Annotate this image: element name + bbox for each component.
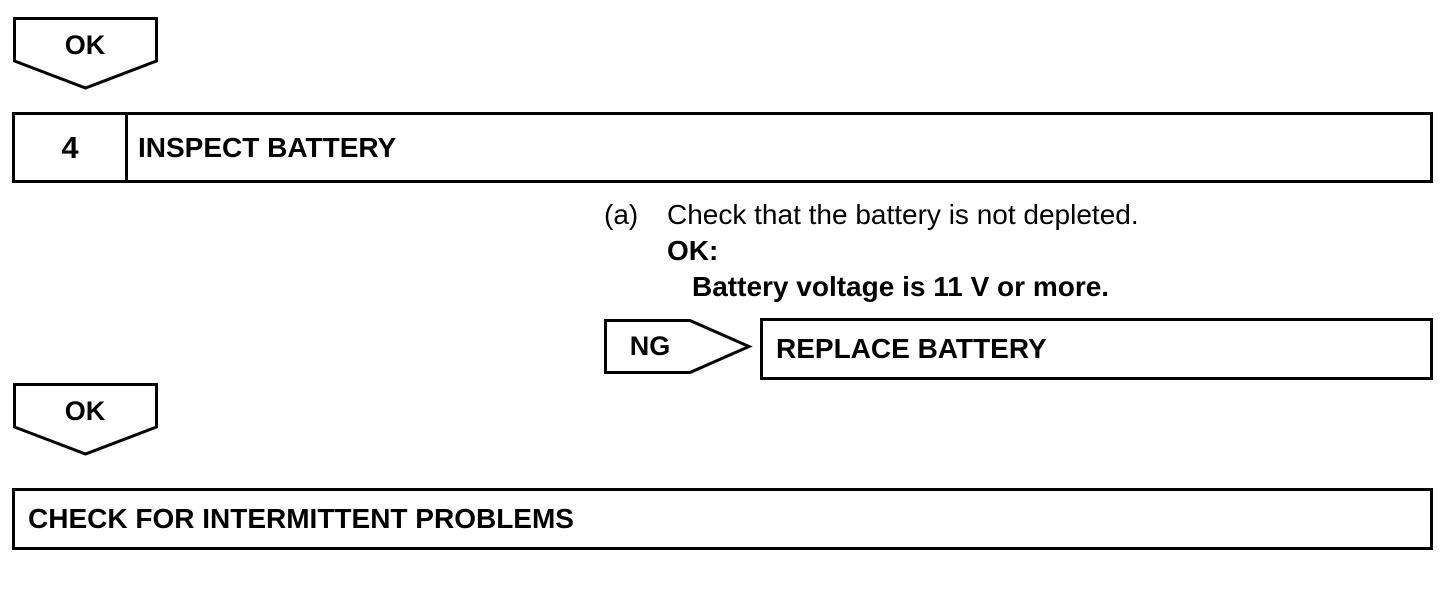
- ng-action-text: REPLACE BATTERY: [776, 333, 1047, 364]
- ok-arrow-2: [13, 383, 158, 456]
- instruction-marker: (a): [604, 199, 639, 230]
- instruction-text: Check that the battery is not depleted.: [667, 199, 1139, 230]
- ok-arrow-1: [13, 17, 158, 90]
- final-action-text: CHECK FOR INTERMITTENT PROBLEMS: [28, 503, 574, 534]
- ng-label: NG: [629, 331, 671, 361]
- step-number: 4: [15, 115, 128, 180]
- step-header: 4 INSPECT BATTERY: [12, 112, 1433, 183]
- ng-action-box: REPLACE BATTERY: [760, 318, 1433, 380]
- ok-criteria-heading: OK:: [667, 235, 719, 266]
- step-title: INSPECT BATTERY: [138, 131, 397, 163]
- ok-label-1: OK: [64, 30, 106, 60]
- ok-criteria-spec: Battery voltage is 11 V or more.: [692, 271, 1110, 302]
- ok-label-2: OK: [64, 396, 106, 426]
- ng-arrow: [604, 319, 753, 374]
- final-action-box: CHECK FOR INTERMITTENT PROBLEMS: [12, 488, 1433, 550]
